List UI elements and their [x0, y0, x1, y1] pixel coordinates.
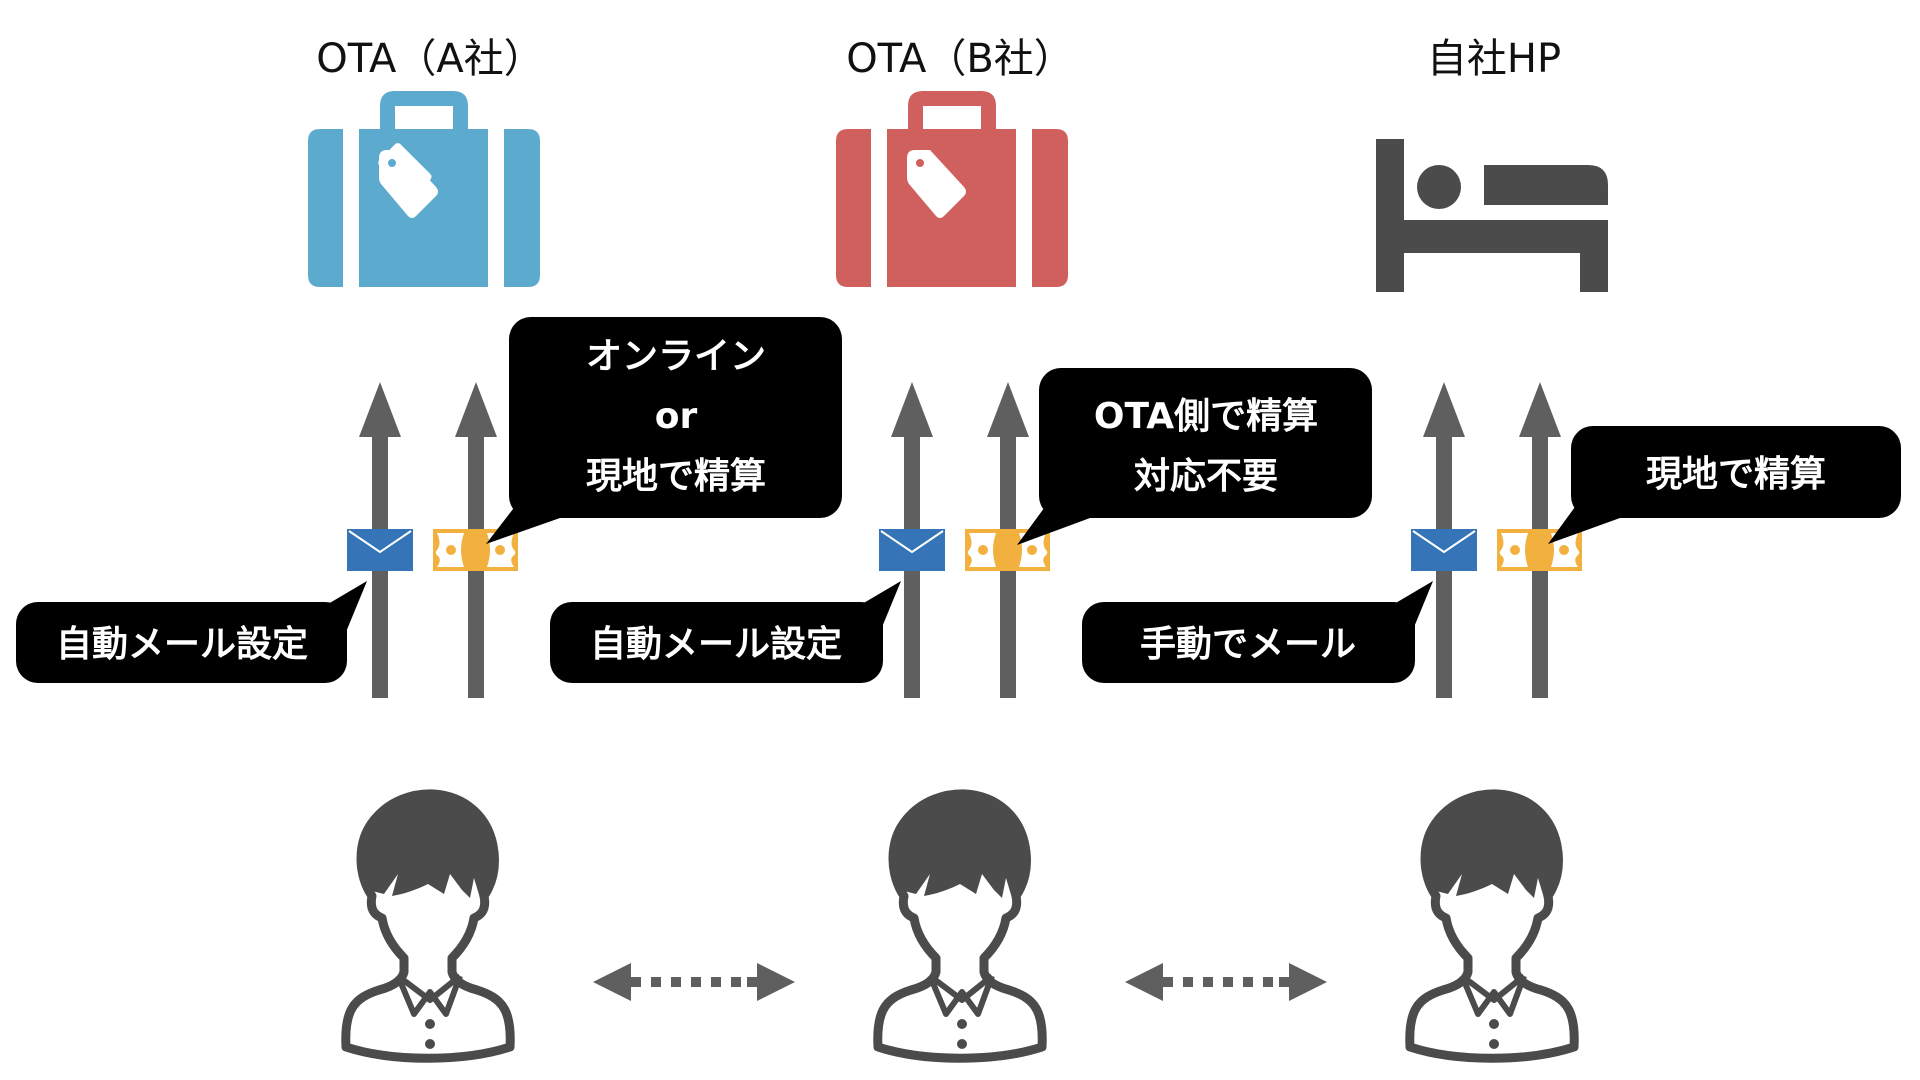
bubble-line: 自動メール設定	[56, 624, 308, 665]
channel-title-ota-b: OTA（B社）	[846, 36, 1074, 82]
speech-bubble-mail-ota-a: 自動メール設定	[16, 581, 367, 683]
channel-title-ota-a: OTA（A社）	[316, 36, 544, 82]
bubble-line: オンライン	[586, 336, 766, 377]
bubble-line: 自動メール設定	[590, 624, 842, 665]
envelope-icon	[347, 529, 413, 571]
suitcase-icon	[308, 91, 540, 287]
speech-bubble-payment-ota-a: オンライン or 現地で精算	[486, 317, 842, 544]
speech-bubble-mail-own-hp: 手動でメール	[1082, 581, 1433, 683]
envelope-icon	[1411, 529, 1477, 571]
bidirectional-dotted-arrow	[593, 963, 795, 1001]
guest-person-icon	[346, 792, 510, 1058]
bidirectional-dotted-arrow	[1125, 963, 1327, 1001]
bubble-line: 対応不要	[1134, 456, 1278, 497]
guest-person-icon	[1410, 792, 1574, 1058]
speech-bubble-mail-ota-b: 自動メール設定	[550, 581, 901, 683]
banknote-icon	[433, 529, 518, 571]
envelope-icon	[879, 529, 945, 571]
bubble-line: or	[655, 396, 698, 437]
bubble-line: OTA側で精算	[1094, 396, 1318, 437]
bubble-line: 現地で精算	[586, 456, 766, 497]
speech-bubble-payment-ota-b: OTA側で精算 対応不要	[1017, 368, 1372, 545]
bubble-line: 現地で精算	[1646, 454, 1826, 495]
bubble-line: 手動でメール	[1140, 624, 1356, 665]
suitcase-icon	[836, 91, 1068, 287]
channel-title-own-hp: 自社HP	[1427, 36, 1561, 82]
bed-icon	[1376, 139, 1608, 292]
guest-person-icon	[878, 792, 1042, 1058]
speech-bubble-payment-own-hp: 現地で精算	[1548, 426, 1901, 544]
